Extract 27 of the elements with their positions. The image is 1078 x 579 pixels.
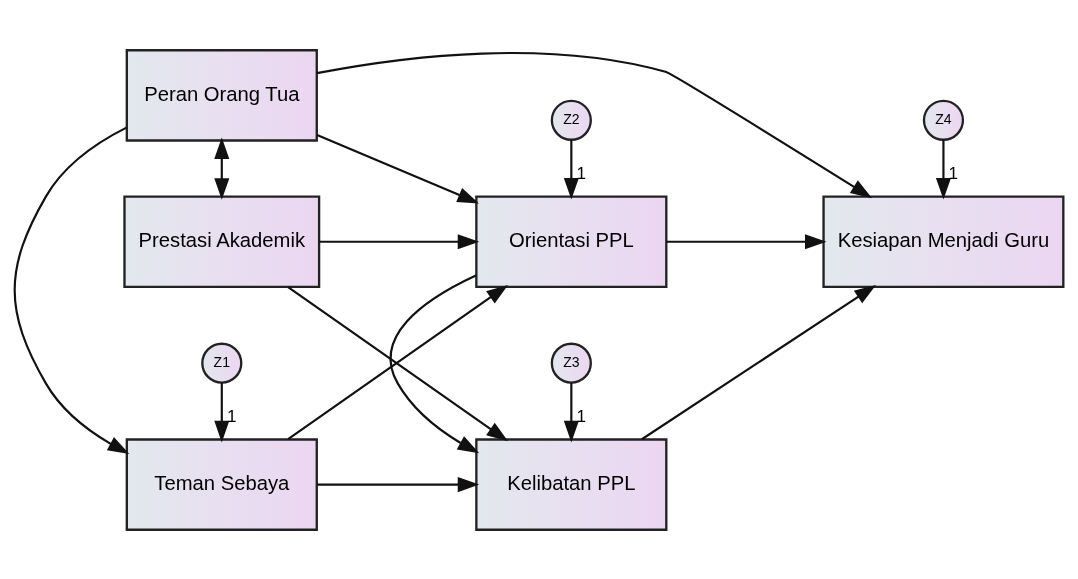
node-box: Kesiapan Menjadi Guru [822, 194, 1065, 288]
arrow [563, 382, 579, 442]
arrow [317, 476, 480, 492]
arrow [935, 139, 951, 199]
arrow [319, 233, 480, 249]
arrow [389, 273, 480, 453]
edge-label: 1 [226, 406, 237, 426]
arrow [214, 137, 230, 200]
arrow [316, 133, 479, 203]
node-circle: Z3 [550, 342, 592, 384]
edge-label: 1 [576, 406, 586, 426]
node-circle: Z4 [922, 99, 965, 141]
node-box: Orientasi PPL [475, 194, 668, 288]
node-box: Prestasi Akademik [123, 194, 321, 288]
node-box: Peran Orang Tua [125, 48, 318, 142]
arrow [316, 51, 873, 198]
arrow [641, 284, 877, 440]
arrow [214, 382, 230, 442]
arrow [13, 126, 130, 454]
arrow [563, 139, 579, 199]
edge-label: 1 [576, 163, 586, 183]
arrow [666, 233, 827, 249]
edge-label: 1 [948, 163, 959, 183]
node-circle: Z2 [550, 99, 592, 141]
node-box: Teman Sebaya [125, 437, 318, 531]
node-circle: Z1 [201, 342, 243, 384]
node-box: Kelibatan PPL [475, 437, 668, 531]
